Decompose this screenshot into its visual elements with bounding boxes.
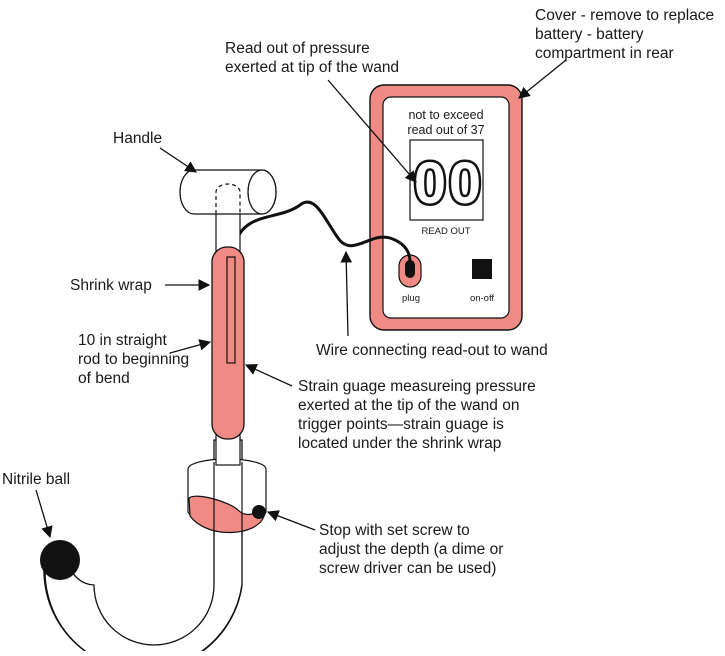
arrow-wire: [340, 250, 353, 337]
arrow-cover: [518, 59, 567, 99]
set-screw: [252, 505, 266, 519]
strain-gauge: [226, 256, 236, 364]
display-digit-2: 0: [449, 151, 481, 216]
handle-socket: [215, 183, 241, 214]
label-handle: Handle: [113, 130, 162, 147]
label-rod: 10 in straight rod to beginning of bend: [78, 332, 193, 387]
shrink-wrap: [211, 246, 245, 440]
rod-outer-edge: [43, 555, 243, 656]
display-label: READ OUT: [421, 226, 470, 237]
handle-end: [247, 169, 277, 215]
label-cover: Cover - remove to replace battery - batt…: [535, 7, 719, 62]
label-nitrile-ball: Nitrile ball: [2, 471, 70, 488]
label-wire: Wire connecting read-out to wand: [316, 342, 548, 359]
warning-line-1: not to exceed: [408, 108, 483, 122]
connecting-wire: [234, 200, 412, 263]
arrow-strain-gauge: [244, 364, 293, 387]
onoff-button: [472, 259, 492, 279]
onoff-label: on-off: [470, 293, 494, 304]
nitrile-ball: [40, 540, 80, 580]
label-readout: Read out of pressure exerted at tip of t…: [225, 40, 399, 76]
label-shrink-wrap: Shrink wrap: [70, 277, 152, 294]
label-strain-gauge: Strain guage measureing pressure exerted…: [298, 378, 540, 452]
plug-label: plug: [402, 293, 420, 304]
warning-line-2: read out of 37: [407, 123, 484, 137]
wand: [40, 169, 277, 656]
arrow-nitrile-ball: [35, 489, 53, 539]
display-window: [409, 139, 484, 221]
arrow-rod: [169, 339, 212, 354]
arrow-handle: [159, 147, 197, 173]
display-digit-1: 0: [414, 151, 446, 216]
plug-connector: [405, 260, 415, 278]
readout-device: not to exceed read out of 37 0 0 READ OU…: [369, 84, 523, 331]
arrow-readout: [327, 79, 417, 183]
arrow-stop: [266, 510, 316, 531]
label-stop: Stop with set screw to adjust the depth …: [319, 522, 508, 577]
